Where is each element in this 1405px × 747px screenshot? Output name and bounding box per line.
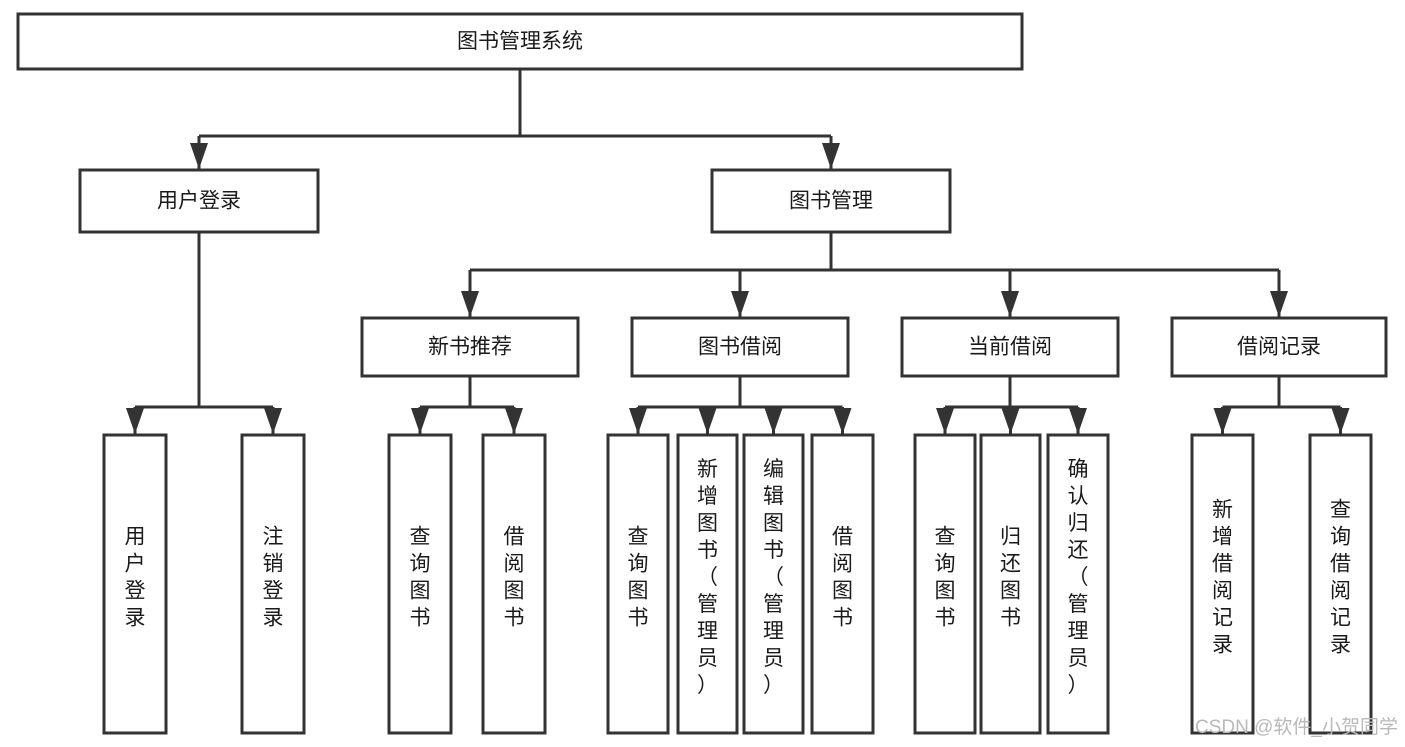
node-book-management-label: 图书管理 (789, 190, 873, 213)
node-book-borrow-label: 图书借阅 (698, 336, 782, 359)
arrow-head-icon (190, 143, 208, 169)
node-leaf-return-book-box[interactable] (979, 433, 1042, 735)
node-leaf-logout-box[interactable] (240, 433, 306, 735)
arrow-head-icon (1331, 408, 1350, 434)
node-new-book-recommend-box[interactable] (360, 316, 580, 378)
node-leaf-add-book-admin[interactable]: 新增图书（管理员） (676, 433, 739, 735)
node-current-borrow-box[interactable] (900, 316, 1120, 378)
node-leaf-edit-book-admin-label: 编辑图书（管理员） (763, 458, 784, 697)
nodes-layer: 图书管理系统用户登录图书管理新书推荐图书借阅当前借阅借阅记录用户登录注销登录查询… (16, 12, 1388, 735)
node-leaf-query-borrow-record-box[interactable] (1308, 433, 1373, 735)
node-leaf-confirm-return-admin-box[interactable] (1046, 433, 1110, 735)
arrow-head-icon (1001, 408, 1020, 434)
csdn-watermark: CSDN @软件_小贺同学 (1195, 716, 1398, 738)
arrow-head-icon (505, 408, 523, 434)
node-book-borrow-box[interactable] (630, 316, 850, 378)
node-borrow-record[interactable]: 借阅记录 (1170, 316, 1388, 378)
node-leaf-borrow-book-box[interactable] (810, 433, 875, 735)
node-leaf-add-borrow-record[interactable]: 新增借阅记录 (1190, 433, 1255, 735)
arrow-head-icon (1270, 291, 1288, 317)
arrow-head-icon (698, 408, 717, 434)
node-leaf-edit-book-admin-box[interactable] (742, 433, 805, 735)
arrow-head-icon (1069, 408, 1087, 434)
node-new-book-recommend[interactable]: 新书推荐 (360, 316, 580, 378)
node-leaf-query-book-borrow-box[interactable] (606, 433, 670, 735)
node-leaf-add-borrow-record-label: 新增借阅记录 (1212, 499, 1233, 657)
node-leaf-query-book-recommend[interactable]: 查询图书 (387, 433, 453, 735)
node-leaf-query-book-current[interactable]: 查询图书 (913, 433, 977, 735)
node-leaf-user-login-box[interactable] (102, 433, 168, 735)
node-borrow-record-label: 借阅记录 (1237, 336, 1321, 359)
node-leaf-borrow-book-recommend-box[interactable] (481, 433, 547, 735)
node-leaf-borrow-book-label: 借阅图书 (832, 526, 853, 630)
node-leaf-add-book-admin-label: 新增图书（管理员） (697, 458, 718, 697)
node-user-login[interactable]: 用户登录 (78, 168, 320, 234)
node-leaf-borrow-book-recommend-label: 借阅图书 (504, 526, 525, 630)
arrow-head-icon (411, 408, 429, 434)
arrow-head-icon (833, 408, 852, 434)
node-leaf-query-borrow-record-label: 查询借阅记录 (1330, 499, 1351, 657)
arrow-head-icon (126, 408, 144, 434)
node-book-borrow[interactable]: 图书借阅 (630, 316, 850, 378)
arrow-head-icon (264, 408, 282, 434)
node-book-management-box[interactable] (710, 168, 952, 234)
node-borrow-record-box[interactable] (1170, 316, 1388, 378)
node-user-login-label: 用户登录 (157, 190, 241, 213)
node-leaf-query-book-recommend-box[interactable] (387, 433, 453, 735)
node-leaf-return-book-label: 归还图书 (1000, 526, 1021, 630)
node-leaf-user-login[interactable]: 用户登录 (102, 433, 168, 735)
node-leaf-query-book-borrow[interactable]: 查询图书 (606, 433, 670, 735)
node-leaf-query-borrow-record[interactable]: 查询借阅记录 (1308, 433, 1373, 735)
node-book-management[interactable]: 图书管理 (710, 168, 952, 234)
node-leaf-query-book-current-box[interactable] (913, 433, 977, 735)
node-leaf-confirm-return-admin[interactable]: 确认归还（管理员） (1046, 433, 1110, 735)
node-leaf-borrow-book-recommend[interactable]: 借阅图书 (481, 433, 547, 735)
arrow-head-icon (1001, 291, 1019, 317)
node-leaf-confirm-return-admin-label: 确认归还（管理员） (1068, 458, 1089, 697)
node-leaf-borrow-book[interactable]: 借阅图书 (810, 433, 875, 735)
arrow-head-icon (1213, 408, 1232, 434)
arrow-head-icon (461, 291, 479, 317)
node-leaf-query-book-recommend-label: 查询图书 (410, 526, 431, 630)
node-user-login-box[interactable] (78, 168, 320, 234)
connectors-layer (126, 69, 1350, 434)
node-root-system-label: 图书管理系统 (457, 30, 583, 53)
node-leaf-query-book-borrow-label: 查询图书 (628, 526, 649, 630)
arrow-head-icon (822, 143, 840, 169)
arrow-head-icon (731, 291, 749, 317)
node-leaf-query-book-current-label: 查询图书 (935, 526, 956, 630)
node-new-book-recommend-label: 新书推荐 (428, 336, 512, 359)
node-leaf-logout[interactable]: 注销登录 (240, 433, 306, 735)
node-leaf-add-borrow-record-box[interactable] (1190, 433, 1255, 735)
node-root-system-box[interactable] (16, 12, 1024, 71)
node-leaf-user-login-label: 用户登录 (125, 526, 146, 630)
node-leaf-edit-book-admin[interactable]: 编辑图书（管理员） (742, 433, 805, 735)
arrow-head-icon (936, 408, 954, 434)
node-leaf-return-book[interactable]: 归还图书 (979, 433, 1042, 735)
node-leaf-add-book-admin-box[interactable] (676, 433, 739, 735)
node-leaf-logout-label: 注销登录 (263, 526, 284, 630)
arrow-head-icon (764, 408, 783, 434)
node-current-borrow-label: 当前借阅 (968, 336, 1052, 359)
node-root-system[interactable]: 图书管理系统 (16, 12, 1024, 71)
node-current-borrow[interactable]: 当前借阅 (900, 316, 1120, 378)
arrow-head-icon (629, 408, 647, 434)
